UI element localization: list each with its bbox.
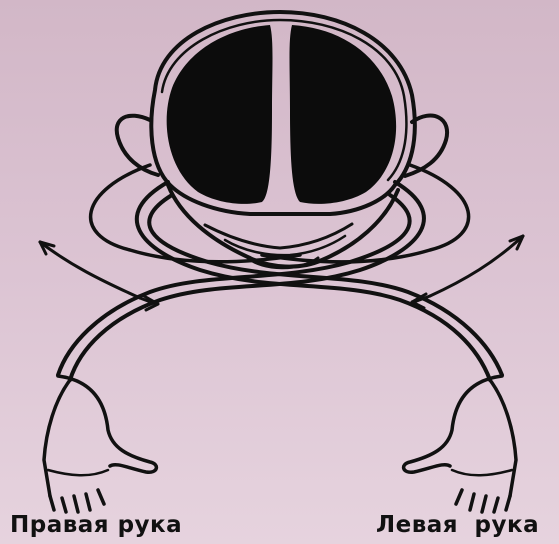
right-hemisphere <box>290 25 397 204</box>
head-icon <box>117 12 447 268</box>
hand-icon-right <box>44 376 156 512</box>
left-hemisphere <box>167 25 273 204</box>
hand-icon-left <box>404 376 516 512</box>
brain-top-view-icon <box>167 25 396 204</box>
nerve-pathways <box>58 165 502 380</box>
left-hand-label: Левая рука <box>376 512 539 538</box>
right-hand-label: Правая рука <box>10 512 182 538</box>
